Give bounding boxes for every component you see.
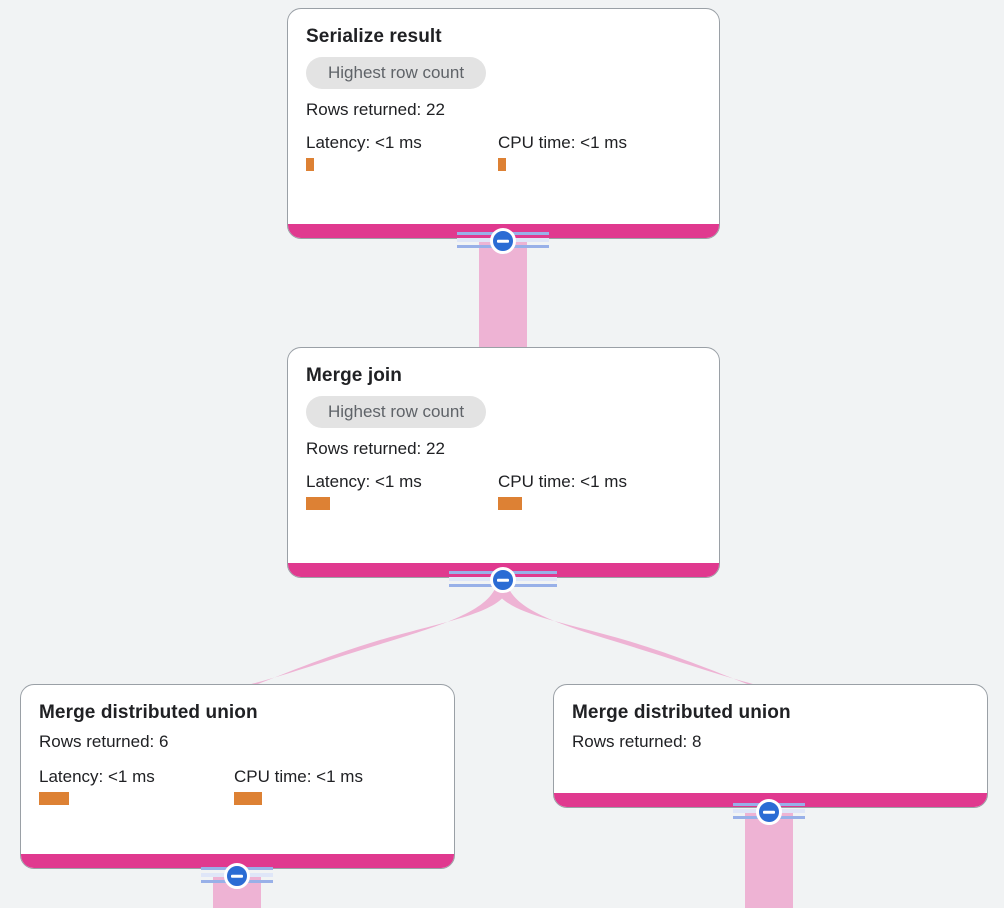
node-title: Merge distributed union	[572, 702, 791, 723]
node-merge-distributed-union-left[interactable]: Merge distributed union Rows returned: 6…	[20, 684, 455, 869]
node-body: Serialize result Highest row count Rows …	[288, 9, 719, 181]
metric-bar	[39, 792, 69, 805]
metrics-row: Latency: <1 ms CPU time: <1 ms	[39, 767, 436, 805]
rows-returned: Rows returned: 22	[306, 439, 445, 458]
metric-label: CPU time: <1 ms	[498, 472, 627, 491]
metric-latency: Latency: <1 ms	[306, 472, 498, 510]
metric-bar	[498, 497, 522, 510]
toggle-merge-distributed-union-left[interactable]	[201, 861, 273, 891]
node-serialize-result[interactable]: Serialize result Highest row count Rows …	[287, 8, 720, 239]
status-badge: Highest row count	[306, 396, 487, 428]
collapse-minus-icon[interactable]	[756, 799, 782, 825]
node-merge-join[interactable]: Merge join Highest row count Rows return…	[287, 347, 720, 578]
metric-bar	[306, 497, 330, 510]
metric-cpu-time: CPU time: <1 ms	[498, 133, 627, 171]
metric-bar	[306, 158, 314, 171]
status-badge: Highest row count	[306, 57, 487, 89]
node-body: Merge distributed union Rows returned: 8	[554, 685, 987, 763]
metric-latency: Latency: <1 ms	[39, 767, 234, 805]
metric-cpu-time: CPU time: <1 ms	[234, 767, 363, 805]
edge-serialize-to-mergejoin	[479, 236, 527, 354]
node-merge-distributed-union-right[interactable]: Merge distributed union Rows returned: 8	[553, 684, 988, 808]
node-body: Merge join Highest row count Rows return…	[288, 348, 719, 520]
rows-returned: Rows returned: 22	[306, 100, 445, 119]
node-body: Merge distributed union Rows returned: 6…	[21, 685, 454, 815]
node-footer-bar	[21, 854, 454, 868]
metric-label: Latency: <1 ms	[39, 767, 155, 786]
metric-bar	[498, 158, 506, 171]
toggle-merge-distributed-union-right[interactable]	[733, 797, 805, 827]
metric-label: Latency: <1 ms	[306, 472, 422, 491]
metric-label: Latency: <1 ms	[306, 133, 422, 152]
node-title: Merge distributed union	[39, 702, 258, 723]
toggle-serialize-result[interactable]	[457, 226, 549, 256]
rows-returned: Rows returned: 8	[572, 732, 702, 751]
node-title: Merge join	[306, 365, 403, 386]
metric-label: CPU time: <1 ms	[234, 767, 363, 786]
collapse-minus-icon[interactable]	[490, 567, 516, 593]
collapse-minus-icon[interactable]	[490, 228, 516, 254]
metric-label: CPU time: <1 ms	[498, 133, 627, 152]
edge-right-union-to-child	[745, 812, 793, 908]
metric-cpu-time: CPU time: <1 ms	[498, 472, 627, 510]
node-title: Serialize result	[306, 26, 442, 47]
rows-returned: Rows returned: 6	[39, 732, 169, 751]
metric-bar	[234, 792, 262, 805]
collapse-minus-icon[interactable]	[224, 863, 250, 889]
toggle-merge-join[interactable]	[449, 565, 557, 595]
metrics-row: Latency: <1 ms CPU time: <1 ms	[306, 133, 701, 171]
metric-latency: Latency: <1 ms	[306, 133, 498, 171]
metrics-row: Latency: <1 ms CPU time: <1 ms	[306, 472, 701, 510]
